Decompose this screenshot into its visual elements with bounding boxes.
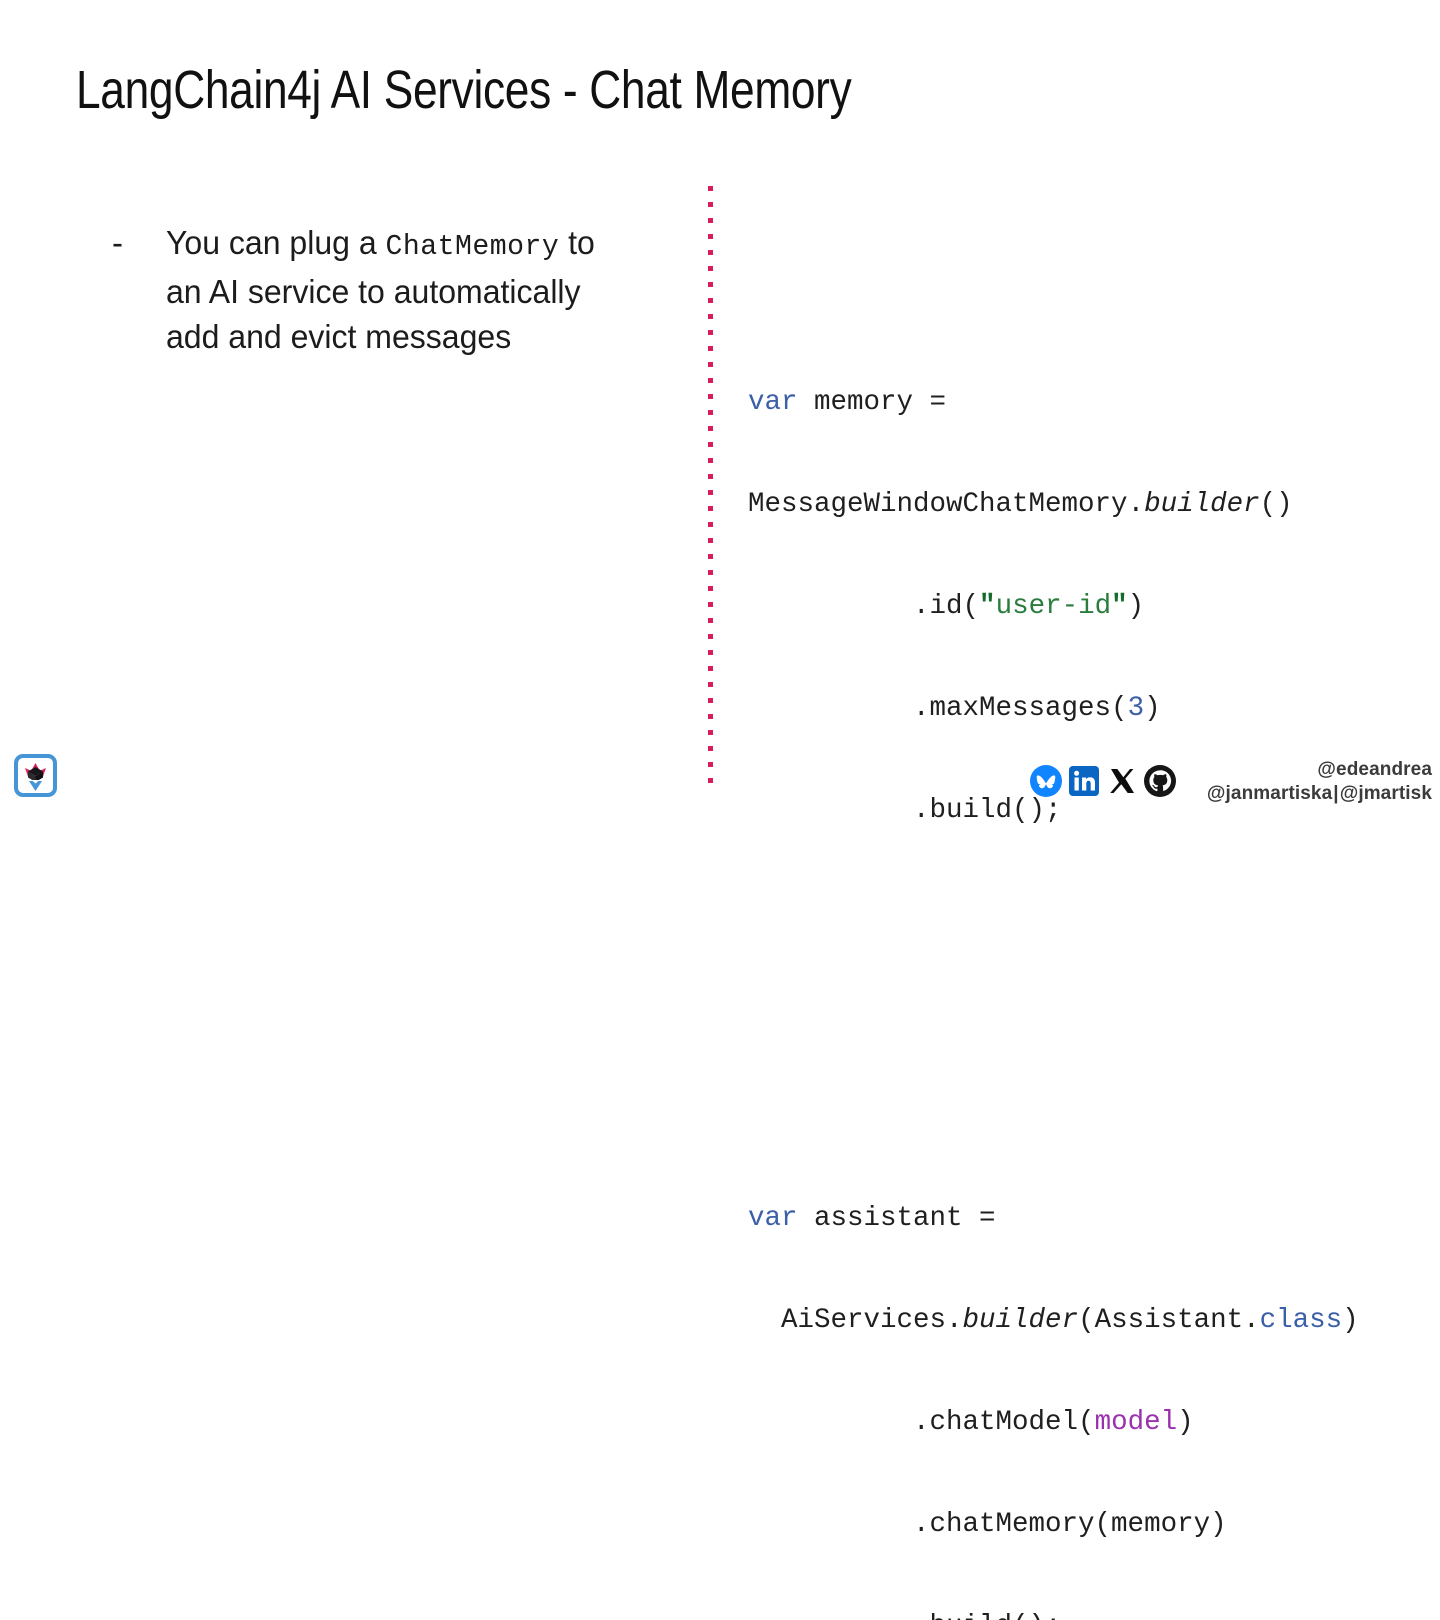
code-token: ) bbox=[1177, 1407, 1194, 1438]
code-token: ) bbox=[1342, 1305, 1359, 1336]
code-token-string: user-id bbox=[995, 591, 1112, 622]
code-token: .chatMemory(memory) bbox=[748, 1509, 1227, 1540]
code-token-method: builder bbox=[1144, 489, 1260, 520]
code-block-memory: var memory = MessageWindowChatMemory.bui… bbox=[748, 318, 1428, 896]
code-block-assistant: var assistant = AiServices.builder(Assis… bbox=[748, 1134, 1428, 1620]
handle-separator: | bbox=[1333, 783, 1339, 804]
code-token-keyword: var bbox=[748, 1203, 798, 1234]
code-line: .chatMemory(memory) bbox=[748, 1508, 1428, 1542]
code-token: MessageWindowChatMemory bbox=[748, 489, 1128, 520]
handle-jmartisk: @jmartisk bbox=[1339, 783, 1432, 804]
linkedin-icon[interactable] bbox=[1066, 763, 1102, 799]
vertical-dotted-divider bbox=[708, 186, 713, 786]
bullet-text-part: to an AI service to automatically add an… bbox=[166, 224, 595, 355]
code-line: AiServices.builder(Assistant.class) bbox=[748, 1304, 1428, 1338]
handle-line-2: @janmartiska|@jmartisk bbox=[1207, 782, 1432, 806]
code-token: assistant = bbox=[797, 1203, 996, 1234]
bullet-text: You can plug a ChatMemory to an AI servi… bbox=[166, 220, 618, 359]
code-token-keyword: class bbox=[1259, 1305, 1343, 1336]
list-item: - You can plug a ChatMemory to an AI ser… bbox=[112, 220, 632, 359]
bluesky-icon[interactable] bbox=[1028, 763, 1064, 799]
code-token-method: builder bbox=[962, 1305, 1079, 1336]
code-token: () bbox=[1259, 489, 1293, 520]
code-token: . bbox=[1127, 489, 1145, 520]
code-token: .chatModel( bbox=[748, 1407, 1095, 1438]
bullet-list: - You can plug a ChatMemory to an AI ser… bbox=[112, 220, 632, 359]
code-token: memory = bbox=[797, 387, 947, 418]
handle-line-1: @edeandrea bbox=[1317, 759, 1432, 780]
code-line: var assistant = bbox=[748, 1202, 1428, 1236]
code-line: .id("user-id") bbox=[748, 590, 1428, 624]
code-line: .build(); bbox=[748, 1610, 1428, 1620]
code-token: ) bbox=[1144, 693, 1161, 724]
page-title: LangChain4j AI Services - Chat Memory bbox=[76, 60, 852, 120]
cube-star-icon bbox=[25, 763, 46, 791]
code-blank-line bbox=[748, 998, 1428, 1032]
bullet-code-token: ChatMemory bbox=[385, 230, 560, 263]
bullet-text-part: You can plug a bbox=[166, 224, 386, 261]
code-line: MessageWindowChatMemory.builder() bbox=[748, 488, 1428, 522]
code-token: .id( bbox=[748, 591, 980, 622]
social-handles: @edeandrea @janmartiska|@jmartisk bbox=[1207, 758, 1432, 806]
brand-logo bbox=[14, 754, 57, 797]
code-token: ) bbox=[1127, 591, 1145, 622]
code-token: .build(); bbox=[748, 1611, 1062, 1620]
bullet-marker: - bbox=[112, 224, 123, 261]
code-token: AiServices. bbox=[748, 1305, 963, 1336]
code-line: .maxMessages(3) bbox=[748, 692, 1428, 726]
code-token: .maxMessages( bbox=[748, 693, 1128, 724]
code-token-number: 3 bbox=[1127, 693, 1145, 724]
code-token: (Assistant. bbox=[1078, 1305, 1260, 1336]
code-token-quote: " bbox=[979, 591, 996, 622]
code-token-quote: " bbox=[1111, 591, 1128, 622]
code-line: .chatModel(model) bbox=[748, 1406, 1428, 1440]
code-token-field: model bbox=[1094, 1407, 1178, 1438]
code-token: .build(); bbox=[748, 795, 1062, 826]
github-icon[interactable] bbox=[1142, 763, 1178, 799]
handle-janmartiska: @janmartiska bbox=[1206, 783, 1333, 804]
x-icon[interactable] bbox=[1104, 763, 1140, 799]
code-block: var memory = MessageWindowChatMemory.bui… bbox=[748, 216, 1428, 1620]
code-token-keyword: var bbox=[748, 387, 798, 418]
social-links bbox=[1028, 763, 1178, 799]
code-line: var memory = bbox=[748, 386, 1428, 420]
